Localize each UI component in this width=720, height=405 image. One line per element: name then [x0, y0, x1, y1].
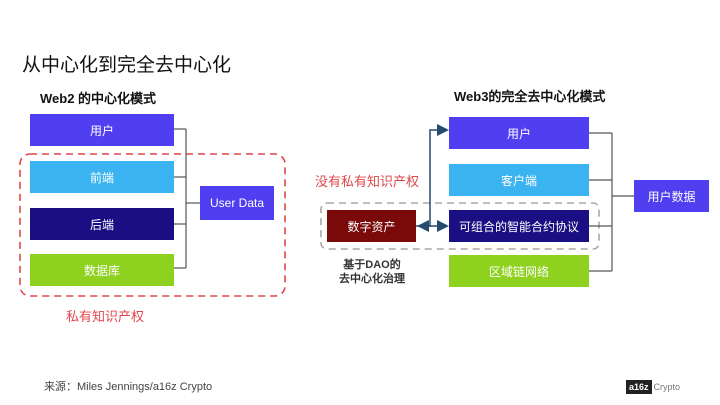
web3-digital-assets-box: 数字资产: [327, 210, 416, 242]
web2-subtitle: Web2 的中心化模式: [40, 91, 157, 106]
web3-subtitle: Web3的完全去中心化模式: [454, 89, 606, 104]
web3-dao-caption-line2: 去中心化治理: [339, 273, 405, 285]
web3-smart-contract-box: 可组合的智能合约协议: [449, 210, 589, 242]
web2-private-ip-label: 私有知识产权: [66, 309, 145, 324]
web2-private-ip-region: [19, 153, 286, 297]
web2-backend-box: 后端: [30, 208, 174, 240]
web3-blockchain-box: 区域链网络: [449, 255, 589, 287]
web2-user-box: 用户: [30, 114, 174, 146]
web3-dao-caption: 基于DAO的 去中心化治理: [326, 258, 418, 286]
logo-mark: a16z: [626, 380, 652, 394]
logo-text: Crypto: [653, 382, 681, 392]
web2-user-data-box: User Data: [200, 186, 274, 220]
web3-no-private-ip-label: 没有私有知识产权: [315, 174, 420, 189]
web3-user-box: 用户: [449, 117, 589, 149]
page-title: 从中心化到完全去中心化: [22, 55, 232, 76]
web3-connectors: [589, 132, 634, 272]
web2-frontend-box: 前端: [30, 161, 174, 193]
web3-arrows: [416, 124, 449, 232]
web2-connectors: [174, 128, 200, 269]
source-note: 来源：Miles Jennings/a16z Crypto: [44, 381, 213, 393]
a16z-logo: a16z Crypto: [626, 378, 680, 396]
web3-user-data-box: 用户数据: [634, 180, 709, 212]
web3-dao-caption-line1: 基于DAO的: [343, 259, 401, 271]
web3-client-box: 客户端: [449, 164, 589, 196]
web2-database-box: 数据库: [30, 254, 174, 286]
